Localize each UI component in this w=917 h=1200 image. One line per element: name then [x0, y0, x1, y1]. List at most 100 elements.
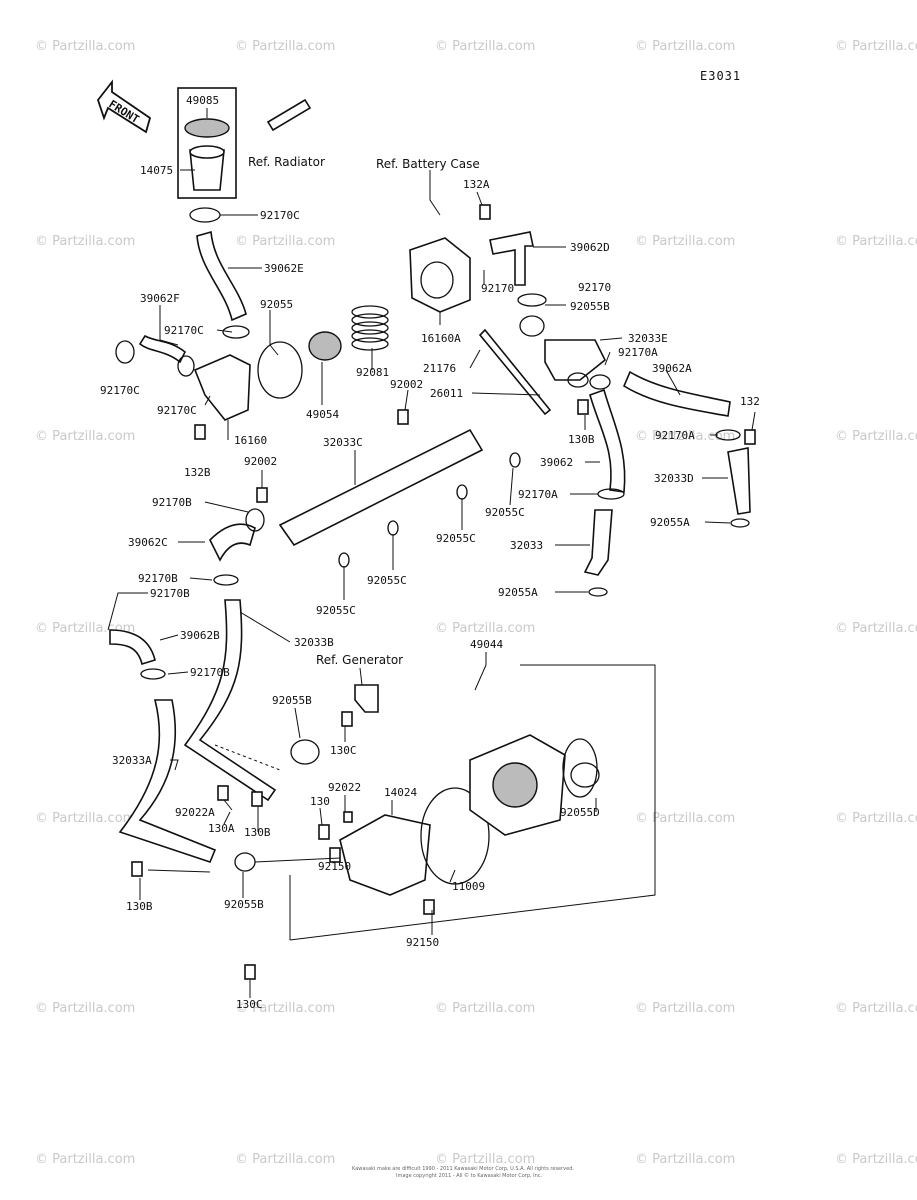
watermark: © Partzilla.com [235, 1001, 335, 1016]
part-label: 92170B [152, 496, 192, 509]
watermark: © Partzilla.com [435, 39, 535, 54]
part-label: 130B [568, 433, 595, 446]
part-label: 92055C [316, 604, 356, 617]
part-label: 92170A [618, 346, 658, 359]
gasket-11009 [420, 787, 490, 885]
clamp [567, 372, 589, 388]
o-ring-92055b [290, 739, 320, 765]
part-label: 92170C [157, 404, 197, 417]
part-label: 130B [244, 826, 271, 839]
clamp-92170b [213, 574, 239, 586]
part-label: 92002 [390, 378, 423, 391]
part-label: 39062B [180, 629, 220, 642]
radiator-cap [177, 87, 237, 199]
o-ring-92055a [730, 518, 750, 528]
part-label: 92170 [578, 281, 611, 294]
part-label: 92055C [367, 574, 407, 587]
part-label: 92055B [570, 300, 610, 313]
front-arrow-icon: FRONT [96, 79, 152, 134]
part-label: 132 [740, 395, 760, 408]
clamp-92170 [517, 293, 547, 307]
watermark: © Partzilla.com [435, 1152, 535, 1167]
clamp-92170b [140, 668, 166, 680]
pump-cover-14024 [339, 814, 431, 896]
watermark: © Partzilla.com [35, 429, 135, 444]
pipe-32033c [278, 428, 484, 547]
clamp [177, 355, 195, 377]
part-label: 92170B [190, 666, 230, 679]
watermark: © Partzilla.com [635, 811, 735, 826]
watermark: © Partzilla.com [235, 1152, 335, 1167]
part-label: 92002 [244, 455, 277, 468]
ref-radiator: Ref. Radiator [248, 155, 325, 169]
part-label: 92170A [518, 488, 558, 501]
assembly-bracket [289, 664, 656, 941]
part-label: 39062E [264, 262, 304, 275]
hose-39062e [196, 230, 247, 322]
part-label: 14075 [140, 164, 173, 177]
part-label: 32033D [654, 472, 694, 485]
generator-bracket [354, 684, 379, 713]
watermark-layer: © Partzilla.com © Partzilla.com © Partzi… [35, 39, 917, 1167]
o-ring-92055a [588, 587, 608, 597]
leader-lines [107, 108, 756, 998]
watermark: © Partzilla.com [835, 39, 917, 54]
watermark: © Partzilla.com [435, 1001, 535, 1016]
hose-39062c [209, 523, 256, 562]
spring-92081 [351, 305, 389, 351]
hose-39062f [138, 334, 187, 364]
watermark: © Partzilla.com [835, 234, 917, 249]
part-label: 14024 [384, 786, 417, 799]
part-label: 92170A [655, 429, 695, 442]
part-label: 130A [208, 822, 235, 835]
part-label: 49085 [186, 94, 219, 107]
part-label: 21176 [423, 362, 456, 375]
ref-battery-case: Ref. Battery Case [376, 157, 480, 171]
water-pump-49044 [469, 734, 600, 836]
part-label: 92150 [406, 936, 439, 949]
o-ring-92055b [234, 852, 256, 872]
part-label: 92055C [485, 506, 525, 519]
part-label: 92170B [138, 572, 178, 585]
watermark: © Partzilla.com [435, 621, 535, 636]
watermark: © Partzilla.com [835, 811, 917, 826]
part-label: 92170B [150, 587, 190, 600]
part-label: 32033 [510, 539, 543, 552]
clamp [589, 374, 611, 390]
part-label: 92170 [481, 282, 514, 295]
part-label: 92055B [224, 898, 264, 911]
hose-39062 [589, 388, 626, 493]
watermark: © Partzilla.com [35, 811, 135, 826]
thermostat-49054 [308, 331, 342, 361]
part-label: 49044 [470, 638, 503, 651]
gasket-92055 [257, 341, 303, 399]
watermark: © Partzilla.com [835, 429, 917, 444]
parts-layer [109, 87, 756, 980]
part-label: 130 [310, 795, 330, 808]
watermark: © Partzilla.com [35, 39, 135, 54]
watermark: © Partzilla.com [835, 1152, 917, 1167]
watermark: © Partzilla.com [35, 1001, 135, 1016]
part-label: 39062D [570, 241, 610, 254]
part-label: 92081 [356, 366, 389, 379]
part-label: 92022A [175, 806, 215, 819]
part-label: 26011 [430, 387, 463, 400]
ref-generator: Ref. Generator [316, 653, 403, 667]
pipe-32033e [544, 339, 607, 381]
part-label: 130C [330, 744, 357, 757]
part-label: 92170C [260, 209, 300, 222]
part-label: 92055 [260, 298, 293, 311]
footer-copyright: Kawasaki make are difficult 1990 - 2011 … [352, 1166, 574, 1172]
watermark: © Partzilla.com [635, 429, 735, 444]
watermark: © Partzilla.com [635, 1152, 735, 1167]
part-label: 132A [463, 178, 490, 191]
housing-opening [420, 261, 454, 299]
o-ring [509, 452, 521, 468]
watermark: © Partzilla.com [35, 234, 135, 249]
thermostat-housing-16160 [193, 354, 251, 421]
part-label: 92170C [164, 324, 204, 337]
watermark: © Partzilla.com [635, 1001, 735, 1016]
sensor-21176 [478, 328, 552, 416]
part-label: 132B [184, 466, 211, 479]
